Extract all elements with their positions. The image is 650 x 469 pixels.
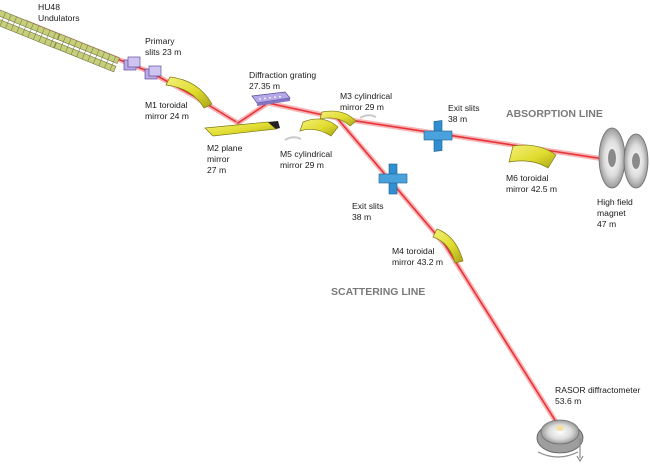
m3-cylindrical-mirror — [319, 110, 377, 127]
undulator-2 — [53, 33, 120, 73]
exit-slits-absorption-distance: 38 m — [448, 114, 467, 124]
m4-distance: mirror 43.2 m — [392, 257, 443, 267]
m5-distance: mirror 29 m — [280, 160, 324, 170]
exit-slits-scattering — [378, 163, 408, 195]
m6-name: M6 toroidal — [506, 173, 549, 183]
magnet-line2: magnet — [597, 208, 626, 218]
rasor-diffractometer — [536, 419, 584, 463]
scattering-line-label: SCATTERING LINE — [331, 286, 425, 298]
beam-scattering-line — [334, 115, 561, 428]
primary-slits-name: Primary — [145, 36, 175, 46]
magnet-distance: 47 m — [597, 219, 616, 229]
undulator-sub: Undulators — [38, 13, 80, 23]
rasor-distance: 53.6 m — [555, 396, 581, 406]
m1-distance: mirror 24 m — [145, 111, 189, 121]
m5-cylindrical-mirror — [284, 118, 339, 141]
m1-name: M1 toroidal — [145, 100, 188, 110]
grating-distance: 27.35 m — [249, 81, 280, 91]
undulator-1 — [0, 9, 60, 49]
m6-distance: mirror 42.5 m — [506, 184, 557, 194]
m3-name: M3 cylindrical — [340, 91, 392, 101]
m5-name: M5 cylindrical — [280, 149, 332, 159]
diffraction-grating — [251, 91, 291, 106]
exit-slits-absorption — [423, 120, 453, 152]
beam-m2-to-grating — [235, 100, 271, 126]
high-field-magnet — [598, 127, 649, 189]
grating-name: Diffraction grating — [249, 70, 316, 80]
m4-name: M4 toroidal — [392, 246, 435, 256]
beam-absorption-line — [334, 115, 633, 166]
m4-toroidal-mirror — [432, 228, 464, 264]
primary-slits — [123, 56, 162, 80]
m1-toroidal-mirror — [165, 76, 213, 109]
exit-slits-absorption-name: Exit slits — [448, 103, 480, 113]
exit-slits-scattering-distance: 38 m — [352, 212, 371, 222]
absorption-line-label: ABSORPTION LINE — [506, 108, 603, 120]
m2-line1: M2 plane — [207, 143, 243, 153]
magnet-line1: High field — [597, 197, 633, 207]
primary-slits-distance: slits 23 m — [145, 47, 181, 57]
m6-toroidal-mirror — [508, 144, 557, 169]
exit-slits-scattering-name: Exit slits — [352, 201, 384, 211]
m2-distance: 27 m — [207, 165, 226, 175]
m2-plane-mirror — [204, 121, 280, 137]
m3-distance: mirror 29 m — [340, 102, 384, 112]
beam-paths — [22, 19, 633, 428]
undulator-name: HU48 — [38, 2, 60, 12]
m2-line2: mirror — [207, 154, 230, 164]
rasor-name: RASOR diffractometer — [555, 385, 640, 395]
